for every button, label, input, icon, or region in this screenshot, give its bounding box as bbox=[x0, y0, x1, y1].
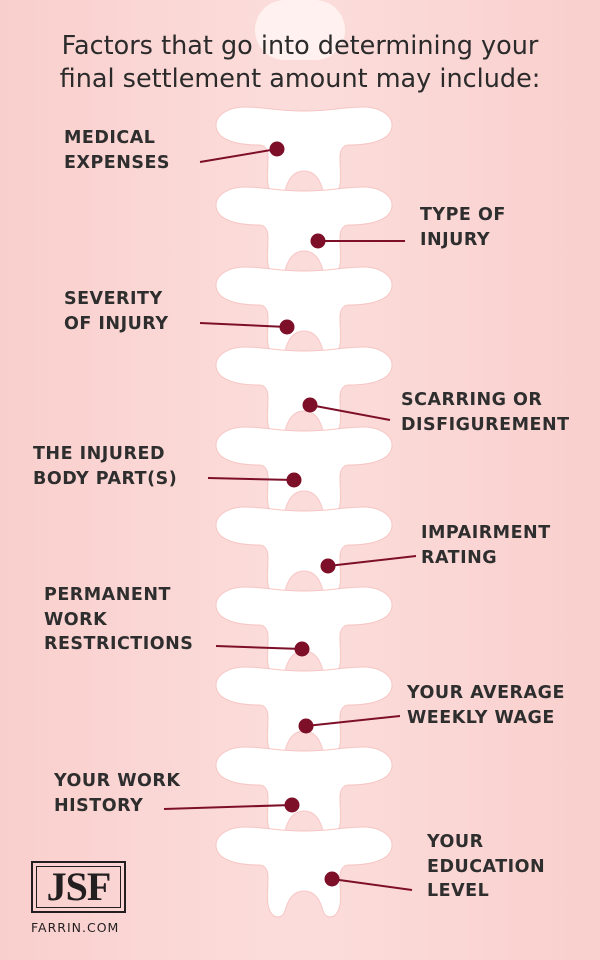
connector-line-3 bbox=[199, 322, 288, 328]
title-line-2: final settlement amount may include: bbox=[59, 64, 541, 94]
title-line-1: Factors that go into determining your bbox=[61, 31, 539, 61]
connector-dot-3 bbox=[279, 319, 295, 335]
vertebra-1 bbox=[215, 106, 393, 198]
connector-dot-10 bbox=[324, 871, 340, 887]
factor-label-1: MEDICAL EXPENSES bbox=[64, 126, 170, 175]
factor-label-5: THE INJURED BODY PART(S) bbox=[33, 442, 177, 491]
connector-dot-8 bbox=[298, 718, 314, 734]
connector-dot-2 bbox=[310, 233, 326, 249]
jsf-logo: JSF bbox=[31, 861, 126, 913]
connector-line-6 bbox=[327, 555, 417, 567]
connector-line-10 bbox=[331, 878, 413, 891]
factor-label-9-line-2: HISTORY bbox=[54, 795, 144, 816]
factor-label-1-line-2: EXPENSES bbox=[64, 152, 171, 173]
vertebrae-column bbox=[215, 106, 393, 918]
factor-label-3-line-1: SEVERITY bbox=[64, 289, 163, 309]
connector-line-5 bbox=[207, 477, 295, 481]
factor-label-6-line-1: IMPAIRMENT bbox=[421, 523, 551, 543]
factor-label-9: YOUR WORK HISTORY bbox=[54, 769, 180, 818]
factor-label-5-line-1: THE INJURED bbox=[33, 444, 165, 464]
factor-label-10-line-2: EDUCATION bbox=[427, 856, 546, 877]
connector-dot-5 bbox=[286, 472, 302, 488]
vertebra-3 bbox=[215, 266, 393, 358]
connector-dot-4 bbox=[302, 397, 318, 413]
connector-dot-7 bbox=[294, 641, 310, 657]
vertebra-5 bbox=[215, 426, 393, 518]
vertebra-9 bbox=[215, 746, 393, 838]
factor-label-5-line-2: BODY PART(S) bbox=[33, 468, 178, 489]
factor-label-8-line-1: YOUR AVERAGE bbox=[407, 683, 565, 703]
connector-line-4 bbox=[309, 404, 391, 421]
infographic-title: Factors that go into determining your fi… bbox=[0, 30, 600, 96]
connector-dot-6 bbox=[320, 558, 336, 574]
factor-label-6: IMPAIRMENT RATING bbox=[421, 521, 551, 570]
factor-label-3-line-2: OF INJURY bbox=[64, 313, 169, 334]
factor-label-2: TYPE OF INJURY bbox=[420, 203, 506, 252]
connector-line-1 bbox=[199, 148, 278, 163]
factor-label-7-line-2: WORK bbox=[44, 609, 108, 630]
factor-label-2-line-2: INJURY bbox=[420, 229, 491, 250]
factor-label-6-line-2: RATING bbox=[421, 547, 498, 568]
factor-label-2-line-1: TYPE OF bbox=[420, 205, 506, 225]
factor-label-4-line-1: SCARRING OR bbox=[401, 390, 543, 410]
connector-dot-9 bbox=[284, 797, 300, 813]
factor-label-8-line-2: WEEKLY WAGE bbox=[407, 707, 555, 728]
connector-line-8 bbox=[305, 715, 401, 727]
vertebra-6 bbox=[215, 506, 393, 598]
factor-label-10-line-1: YOUR bbox=[427, 832, 484, 852]
vertebra-4 bbox=[215, 346, 393, 438]
factor-label-9-line-1: YOUR WORK bbox=[54, 771, 181, 791]
factor-label-1-line-1: MEDICAL bbox=[64, 128, 156, 148]
vertebra-2 bbox=[215, 186, 393, 278]
logo-text: JSF bbox=[46, 864, 112, 909]
factor-connectors bbox=[163, 141, 417, 891]
factor-label-4-line-2: DISFIGUREMENT bbox=[401, 414, 570, 435]
connector-line-9 bbox=[163, 804, 293, 810]
factor-label-10: YOUR EDUCATION LEVEL bbox=[427, 830, 545, 904]
spine-cord-top bbox=[255, 0, 345, 60]
factor-label-7: PERMANENT WORK RESTRICTIONS bbox=[44, 583, 193, 657]
vertebra-8 bbox=[215, 666, 393, 758]
factor-label-10-line-3: LEVEL bbox=[427, 881, 490, 901]
site-url: FARRIN.COM bbox=[31, 920, 120, 935]
factor-label-8: YOUR AVERAGE WEEKLY WAGE bbox=[407, 681, 565, 730]
vertebra-10 bbox=[215, 826, 393, 918]
factor-label-3: SEVERITY OF INJURY bbox=[64, 287, 169, 336]
vertebra-7 bbox=[215, 586, 393, 678]
factor-label-7-line-3: RESTRICTIONS bbox=[44, 634, 194, 654]
factor-label-4: SCARRING OR DISFIGUREMENT bbox=[401, 388, 570, 437]
connector-dot-1 bbox=[269, 141, 285, 157]
factor-label-7-line-1: PERMANENT bbox=[44, 585, 171, 605]
connector-line-7 bbox=[215, 645, 303, 650]
